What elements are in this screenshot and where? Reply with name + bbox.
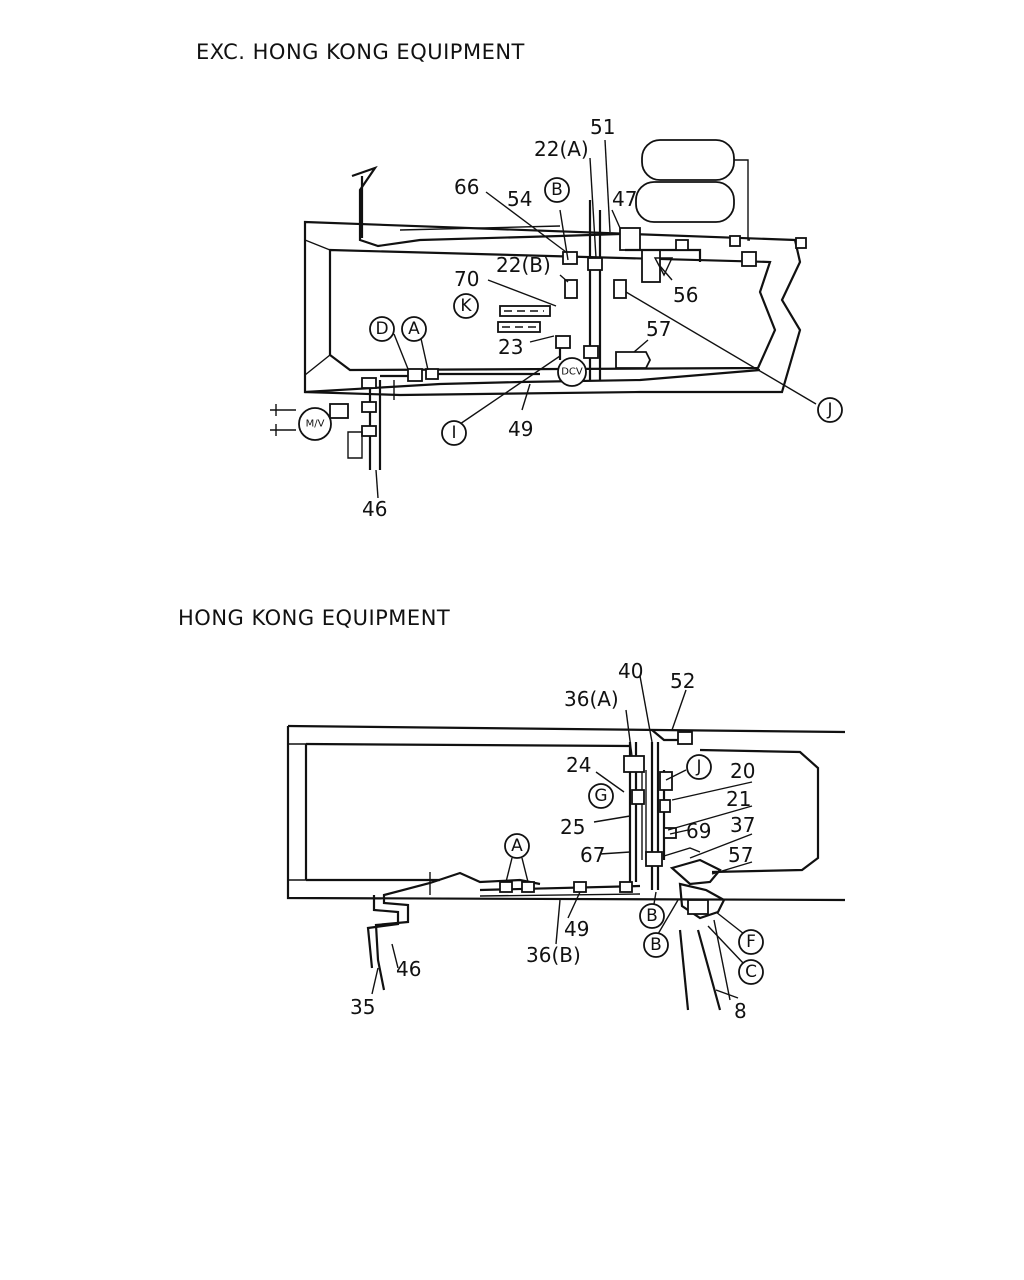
section-title-hong-kong: HONG KONG EQUIPMENT [178, 606, 451, 630]
part-number-49: 49 [508, 417, 533, 441]
part-number-37: 37 [730, 813, 755, 837]
part-number-66: 66 [454, 175, 479, 199]
callout-c: C [738, 959, 764, 985]
part-number-51: 51 [590, 115, 615, 139]
top-chassis-drawing: DCV M/V [270, 139, 817, 499]
callout-j: J [817, 397, 843, 423]
part-number-47: 47 [612, 187, 637, 211]
part-number-67: 67 [580, 843, 605, 867]
callout-b-lower: B [643, 932, 669, 958]
bottom-chassis-drawing [286, 675, 846, 1011]
part-number-49-bottom: 49 [564, 917, 589, 941]
part-number-54: 54 [507, 187, 532, 211]
part-number-52: 52 [670, 669, 695, 693]
part-number-56: 56 [673, 283, 698, 307]
part-number-22a: 22(A) [534, 137, 589, 161]
callout-a-bottom: A [504, 833, 530, 859]
callout-i: I [441, 420, 467, 446]
part-number-8: 8 [734, 999, 747, 1023]
part-number-46: 46 [362, 497, 387, 521]
svg-text:C: C [745, 962, 757, 982]
svg-text:J: J [695, 757, 701, 777]
callout-b-upper: B [639, 903, 665, 929]
section-title-exc-hong-kong: EXC. HONG KONG EQUIPMENT [196, 40, 525, 64]
part-number-20: 20 [730, 759, 755, 783]
svg-text:A: A [511, 836, 523, 856]
part-number-57-bottom: 57 [728, 843, 753, 867]
svg-text:B: B [551, 180, 563, 200]
part-number-36a: 36(A) [564, 687, 619, 711]
part-number-21: 21 [726, 787, 751, 811]
part-number-40: 40 [618, 659, 643, 683]
part-number-23: 23 [498, 335, 523, 359]
part-number-25: 25 [560, 815, 585, 839]
svg-text:F: F [746, 932, 756, 952]
mv-label: M/V [306, 419, 325, 430]
svg-text:B: B [646, 906, 658, 926]
part-number-57: 57 [646, 317, 671, 341]
part-number-70: 70 [454, 267, 479, 291]
callout-a: A [401, 316, 427, 342]
part-number-46-bottom: 46 [396, 957, 421, 981]
svg-text:I: I [451, 423, 456, 443]
part-number-69: 69 [686, 819, 711, 843]
svg-text:J: J [826, 400, 832, 420]
svg-text:G: G [594, 786, 607, 806]
callout-k: K [453, 293, 479, 319]
part-number-35: 35 [350, 995, 375, 1019]
svg-text:A: A [408, 319, 420, 339]
callout-j-bottom: J [686, 754, 712, 780]
callout-g: G [588, 783, 614, 809]
dcv-label: DCV [561, 367, 583, 378]
callout-b: B [544, 177, 570, 203]
part-number-36b: 36(B) [526, 943, 581, 967]
part-number-24: 24 [566, 753, 591, 777]
callout-d: D [369, 316, 395, 342]
svg-text:K: K [460, 296, 472, 316]
svg-text:D: D [375, 319, 388, 339]
callout-f: F [738, 929, 764, 955]
svg-text:B: B [650, 935, 662, 955]
part-number-22b: 22(B) [496, 253, 551, 277]
